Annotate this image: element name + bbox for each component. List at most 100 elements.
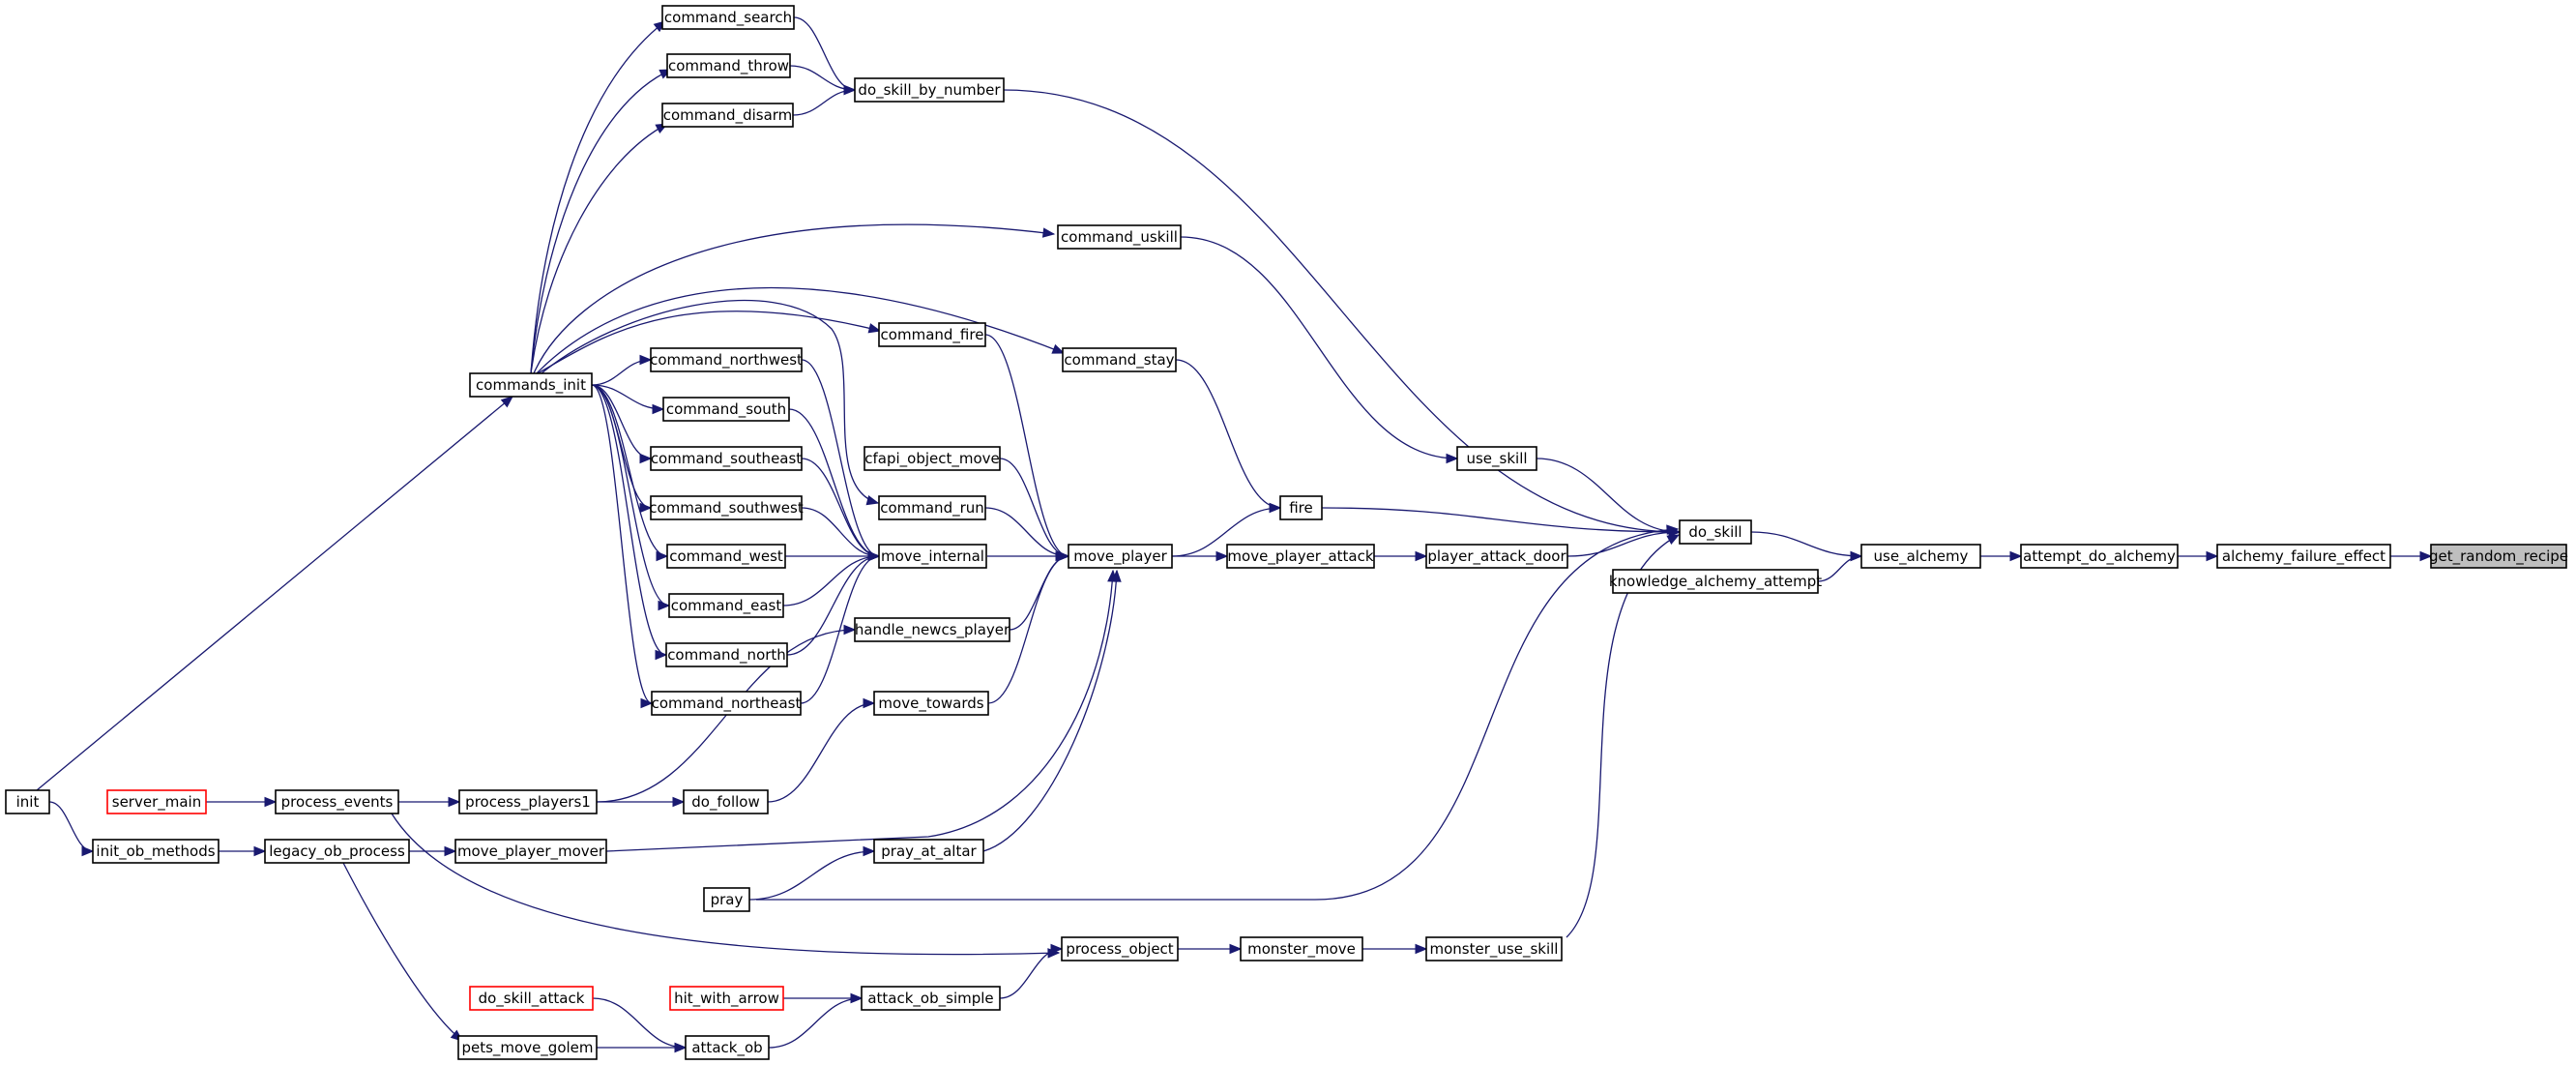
- node-command-run[interactable]: command_run: [878, 495, 986, 520]
- node-process-events[interactable]: process_events: [275, 789, 399, 814]
- edge-line: [1171, 507, 1281, 557]
- edge-arrowhead: [1666, 534, 1681, 546]
- node-process-players1[interactable]: process_players1: [458, 789, 598, 814]
- node-move-towards[interactable]: move_towards: [873, 691, 989, 716]
- node-label: pets_move_golem: [461, 1039, 593, 1057]
- edge-line: [536, 286, 1065, 374]
- node-pray-at-altar[interactable]: pray_at_altar: [873, 839, 984, 864]
- node-monster-move[interactable]: monster_move: [1240, 936, 1363, 961]
- edge-line: [1536, 458, 1681, 533]
- node-command-search[interactable]: command_search: [661, 5, 795, 30]
- node-init[interactable]: init: [5, 789, 50, 814]
- node-label: init: [16, 793, 40, 811]
- edge-line: [391, 813, 1060, 956]
- node-pets-move-golem[interactable]: pets_move_golem: [457, 1035, 598, 1060]
- edge-line: [748, 850, 875, 901]
- node-command-southeast[interactable]: command_southeast: [650, 446, 803, 471]
- node-use-alchemy[interactable]: use_alchemy: [1860, 544, 1981, 569]
- node-box: [650, 347, 803, 372]
- node-command-south[interactable]: command_south: [662, 397, 790, 422]
- node-label: attempt_do_alchemy: [2023, 547, 2176, 566]
- node-move-player[interactable]: move_player: [1068, 544, 1173, 569]
- node-box: [2216, 544, 2391, 569]
- edge-init-to-init-ob-methods: [48, 801, 95, 857]
- node-box: [668, 593, 784, 618]
- node-command-northwest[interactable]: command_northwest: [650, 347, 803, 372]
- edge-arrowhead: [655, 649, 668, 661]
- node-legacy-ob-process[interactable]: legacy_ob_process: [264, 839, 410, 864]
- node-monster-use-skill[interactable]: monster_use_skill: [1425, 936, 1563, 961]
- node-command-west[interactable]: command_west: [666, 544, 786, 569]
- node-command-fire[interactable]: command_fire: [878, 322, 986, 347]
- node-command-throw[interactable]: command_throw: [666, 53, 791, 78]
- node-commands-init[interactable]: commands_init: [469, 372, 593, 398]
- node-command-east[interactable]: command_east: [668, 593, 784, 618]
- node-attack-ob-simple[interactable]: attack_ob_simple: [861, 986, 1001, 1011]
- node-command-uskill[interactable]: command_uskill: [1057, 224, 1182, 250]
- edge-arrowhead: [1041, 227, 1056, 238]
- node-move-player-attack[interactable]: move_player_attack: [1226, 544, 1375, 569]
- node-get-random-recipe[interactable]: get_random_recipe: [2429, 544, 2568, 569]
- node-box: [864, 446, 1001, 471]
- node-label: process_object: [1066, 940, 1173, 959]
- edge-line: [591, 384, 667, 656]
- node-cfapi-object-move[interactable]: cfapi_object_move: [864, 446, 1001, 471]
- node-do-skill[interactable]: do_skill: [1679, 519, 1752, 545]
- edge-command-east-to-move-internal: [782, 550, 881, 606]
- edge-commands-init-to-command-disarm: [530, 123, 669, 374]
- edge-line: [987, 555, 1069, 704]
- edge-arrowhead: [867, 550, 881, 562]
- edge-commands-init-to-command-west: [591, 384, 669, 562]
- node-box: [1240, 936, 1363, 961]
- edge-attack-ob-to-attack-ob-simple: [768, 992, 864, 1049]
- node-use-skill[interactable]: use_skill: [1456, 446, 1537, 471]
- node-player-attack-door[interactable]: player_attack_door: [1425, 544, 1568, 569]
- node-pray[interactable]: pray: [703, 887, 750, 912]
- node-handle-newcs-player[interactable]: handle_newcs_player: [854, 617, 1010, 642]
- node-box: [1425, 936, 1563, 961]
- node-command-stay[interactable]: command_stay: [1062, 347, 1177, 372]
- node-process-object[interactable]: process_object: [1061, 936, 1179, 961]
- node-fire[interactable]: fire: [1279, 495, 1323, 520]
- node-init-ob-methods[interactable]: init_ob_methods: [92, 839, 220, 864]
- node-do-skill-by-number[interactable]: do_skill_by_number: [854, 77, 1005, 103]
- node-command-northeast[interactable]: command_northeast: [651, 691, 802, 716]
- node-attack-ob[interactable]: attack_ob: [685, 1035, 770, 1060]
- edge-move-player-to-fire: [1171, 502, 1282, 557]
- node-server-main[interactable]: server_main: [106, 789, 207, 814]
- node-command-disarm[interactable]: command_disarm: [661, 103, 794, 128]
- node-label: commands_init: [476, 376, 586, 395]
- edge-line: [1009, 555, 1069, 631]
- node-command-southwest[interactable]: command_southwest: [649, 495, 804, 520]
- node-label: handle_newcs_player: [855, 621, 1010, 639]
- node-label: command_search: [664, 9, 792, 27]
- node-box: [1425, 544, 1568, 569]
- node-alchemy-failure-effect[interactable]: alchemy_failure_effect: [2216, 544, 2391, 569]
- edge-line: [541, 300, 879, 504]
- node-command-north[interactable]: command_north: [665, 642, 788, 667]
- edge-arrowhead: [1051, 343, 1066, 354]
- edge-commands-init-to-command-south: [591, 384, 665, 415]
- edge-knowledge-alchemy-attempt-to-use-alchemy: [1817, 550, 1863, 582]
- edge-commands-init-to-command-uskill: [533, 223, 1056, 374]
- node-move-player-mover[interactable]: move_player_mover: [454, 839, 607, 864]
- node-box: [2430, 544, 2567, 569]
- node-label: command_fire: [881, 326, 984, 344]
- node-box: [650, 495, 803, 520]
- edge-command-stay-to-fire: [1175, 359, 1282, 514]
- node-hit-with-arrow[interactable]: hit_with_arrow: [669, 986, 784, 1011]
- node-do-follow[interactable]: do_follow: [683, 789, 769, 814]
- node-attempt-do-alchemy[interactable]: attempt_do_alchemy: [2020, 544, 2179, 569]
- node-box: [106, 789, 207, 814]
- node-label: do_follow: [691, 793, 759, 812]
- node-label: pray_at_altar: [881, 843, 977, 861]
- edge-line: [533, 223, 1055, 374]
- node-label: process_players1: [465, 793, 591, 812]
- node-knowledge-alchemy-attempt[interactable]: knowledge_alchemy_attempt: [1609, 569, 1822, 594]
- edge-arrowhead: [1666, 524, 1680, 535]
- node-do-skill-attack[interactable]: do_skill_attack: [469, 986, 594, 1011]
- node-move-internal[interactable]: move_internal: [878, 544, 987, 569]
- edge-move-towards-to-move-player: [987, 550, 1070, 704]
- edges-layer: [36, 16, 2433, 1053]
